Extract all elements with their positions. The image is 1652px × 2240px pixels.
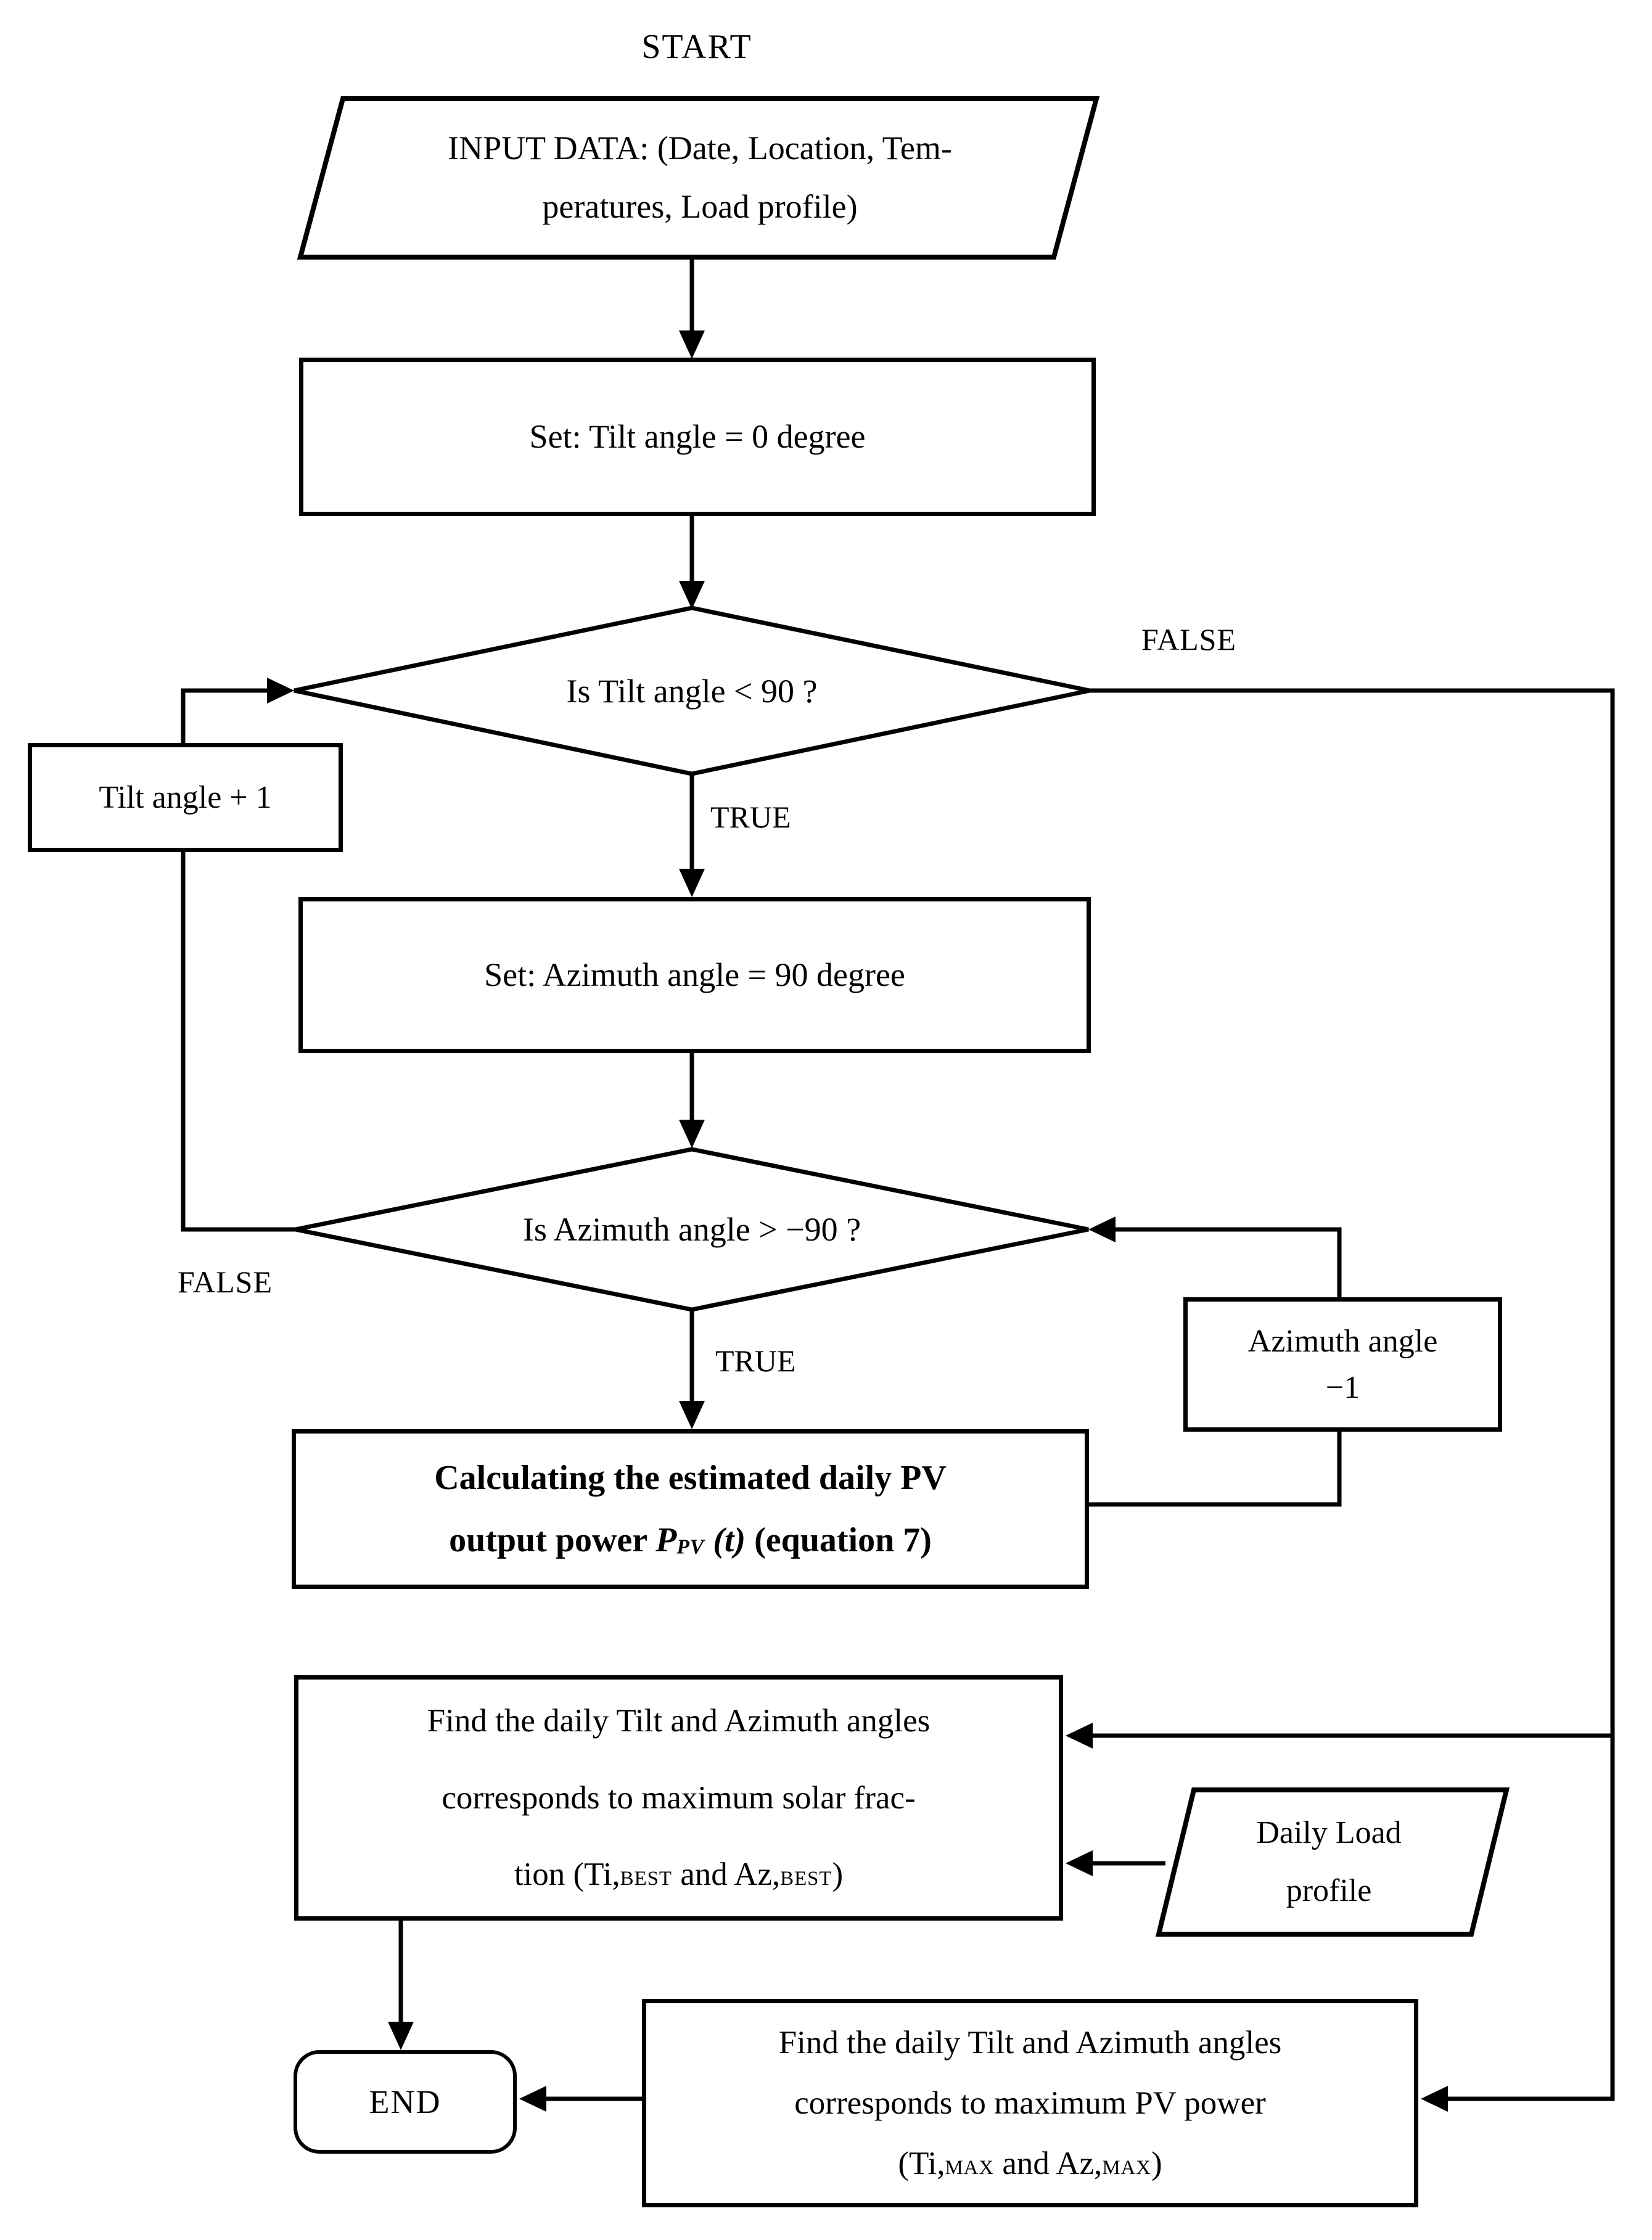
daily-load-node: Daily Load profile [1175, 1803, 1483, 1921]
start-text: START [641, 28, 752, 66]
arrowhead-left-decision2 [1088, 1216, 1116, 1242]
azimuth-decrement-line2: −1 [1325, 1370, 1360, 1405]
find-pv-line2: corresponds to maximum PV power [794, 2085, 1266, 2121]
set-tilt-process-box: Set: Tilt angle = 0 degree [299, 358, 1096, 516]
arrowhead-down-decision1 [679, 581, 705, 609]
decision-tilt-text: Is Tilt angle < 90 ? [294, 608, 1090, 774]
connector-false2-loop [181, 688, 295, 1232]
daily-load-line1: Daily Load [1256, 1815, 1402, 1851]
false-label-decision1: FALSE [1141, 622, 1237, 657]
find-solar-line1: Find the daily Tilt and Azimuth angles [427, 1703, 931, 1739]
arrowhead-right-decision1 [267, 678, 294, 704]
find-pv-power-box: Find the daily Tilt and Azimuth angles c… [642, 1999, 1418, 2207]
daily-load-parallelogram-shape [1155, 1787, 1510, 1937]
arrowhead-left-findpv [1421, 2086, 1448, 2112]
decision-azimuth-text: Is Azimuth angle > −90 ? [295, 1149, 1088, 1310]
find-pv-line1: Find the daily Tilt and Azimuth angles [778, 2024, 1282, 2061]
calculate-pv-power-box: Calculating the estimated daily PV outpu… [292, 1429, 1089, 1589]
true-label-decision2: TRUE [715, 1344, 796, 1378]
daily-load-line2: profile [1286, 1873, 1372, 1908]
arrowhead-down-settilt [679, 330, 705, 359]
decision-azimuth-question: Is Azimuth angle > −90 ? [522, 1211, 861, 1248]
tilt-increment-box: Tilt angle + 1 [28, 743, 343, 852]
input-parallelogram-shape [297, 96, 1100, 260]
start-terminal-label: START [573, 22, 820, 72]
find-pv-line3: (Ti,MAX and Az,MAX) [898, 2146, 1162, 2182]
end-terminal: END [294, 2050, 517, 2154]
false-label-decision2: FALSE [177, 1265, 273, 1299]
find-solar-fraction-box: Find the daily Tilt and Azimuth angles c… [294, 1675, 1063, 1921]
arrowhead-down-setazimuth [679, 869, 705, 897]
input-line2: peratures, Load profile) [542, 187, 858, 225]
arrowhead-left-findsolar-load [1066, 1850, 1093, 1876]
connector-false1-rail [1090, 688, 1615, 2101]
arrowhead-left-findsolar [1066, 1723, 1093, 1749]
azimuth-decrement-line1: Azimuth angle [1247, 1323, 1438, 1359]
azimuth-decrement-box: Azimuth angle −1 [1183, 1297, 1502, 1432]
arrowhead-down-calculate [679, 1401, 705, 1429]
connector-azdecrement-to-decision2 [1116, 1227, 1342, 1297]
calculate-line1: Calculating the estimated daily PV [434, 1458, 947, 1497]
arrowhead-left-end [519, 2086, 546, 2112]
set-tilt-text: Set: Tilt angle = 0 degree [529, 418, 866, 456]
set-azimuth-text: Set: Azimuth angle = 90 degree [484, 956, 905, 994]
find-solar-line2: corresponds to maximum solar frac- [442, 1779, 916, 1816]
tilt-increment-text: Tilt angle + 1 [99, 779, 272, 815]
arrowhead-down-end [388, 2022, 414, 2050]
input-line1: INPUT DATA: (Date, Location, Tem- [448, 129, 952, 166]
input-data-node: INPUT DATA: (Date, Location, Tem- peratu… [321, 114, 1079, 240]
arrowhead-down-decision2 [679, 1120, 705, 1148]
connector-calculate-to-azdecrement [1089, 1432, 1342, 1507]
set-azimuth-process-box: Set: Azimuth angle = 90 degree [298, 897, 1091, 1053]
find-solar-line3: tion (Ti,BEST and Az,BEST) [514, 1856, 844, 1893]
calculate-line2: output power PPV (t) (equation 7) [449, 1520, 932, 1559]
decision-tilt-question: Is Tilt angle < 90 ? [566, 672, 818, 710]
true-label-decision1: TRUE [710, 800, 791, 834]
end-text: END [369, 2083, 442, 2120]
